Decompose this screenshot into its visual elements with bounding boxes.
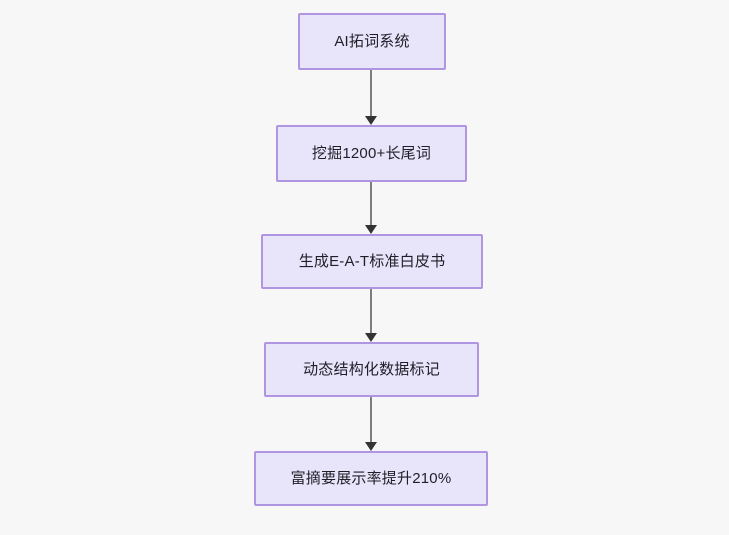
flow-node-label: 动态结构化数据标记 [303, 360, 440, 378]
arrowhead-n1-n2 [365, 116, 377, 125]
flow-node-label: 挖掘1200+长尾词 [311, 144, 432, 162]
flow-node-mine-longtail-keywords[interactable]: 挖掘1200+长尾词 [276, 125, 467, 182]
flow-node-label: AI拓词系统 [334, 32, 410, 50]
flow-node-generate-eat-whitepaper[interactable]: 生成E-A-T标准白皮书 [261, 234, 483, 289]
flow-node-rich-snippet-rate-increase[interactable]: 富摘要展示率提升210% [254, 451, 488, 506]
arrowhead-n2-n3 [365, 225, 377, 234]
edge-n3-n4 [370, 289, 372, 333]
arrowhead-n4-n5 [365, 442, 377, 451]
edge-n2-n3 [370, 182, 372, 225]
flow-node-label: 生成E-A-T标准白皮书 [298, 252, 446, 270]
flow-node-dynamic-structured-data-markup[interactable]: 动态结构化数据标记 [264, 342, 479, 397]
flow-node-ai-keyword-system[interactable]: AI拓词系统 [298, 13, 446, 70]
arrowhead-n3-n4 [365, 333, 377, 342]
flow-node-label: 富摘要展示率提升210% [290, 469, 452, 487]
edge-n4-n5 [370, 397, 372, 442]
edge-n1-n2 [370, 70, 372, 116]
